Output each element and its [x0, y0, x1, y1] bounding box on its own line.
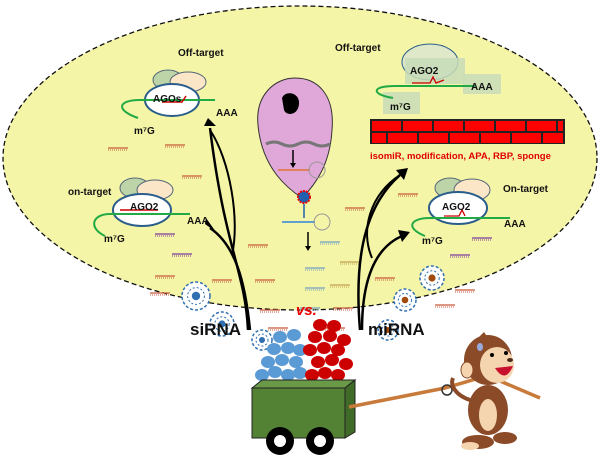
mirna-ball	[327, 320, 341, 332]
left-on-target-complex	[93, 177, 190, 237]
right-on-target-tail: AAA	[504, 219, 526, 230]
sirna-label: siRNA	[190, 320, 241, 339]
rope	[348, 373, 541, 409]
sirna-ball	[293, 344, 307, 356]
right-on-target-protein: AGO2	[442, 202, 471, 213]
left-arrows	[208, 127, 252, 331]
brick	[543, 133, 563, 143]
brick	[419, 133, 448, 143]
rna-balls	[255, 319, 353, 381]
vesicle-cargo	[218, 320, 226, 328]
vesicle-inner	[187, 287, 205, 305]
mirna-ball	[331, 344, 345, 356]
source-cell	[257, 77, 333, 251]
arrowhead-icon	[396, 168, 408, 180]
brick	[388, 133, 417, 143]
brick	[465, 121, 494, 131]
mirna-ball	[313, 319, 327, 331]
mirna-ball	[337, 334, 351, 346]
vesicle-inner	[214, 316, 230, 332]
left-on-target-heading: on-target	[68, 187, 112, 198]
sirna-ball	[261, 356, 275, 368]
mirna-ball	[318, 367, 332, 379]
right-on-target-heading: On-target	[503, 184, 549, 195]
right-off-target-complex	[375, 43, 501, 114]
arrowhead-icon	[205, 218, 216, 232]
sirna-ball	[267, 343, 281, 355]
right-on-target-cap: m⁷G	[422, 236, 443, 247]
vesicle-cargo	[259, 337, 265, 343]
mirna-ball	[311, 356, 325, 368]
brick	[527, 121, 556, 131]
vesicle-cargo	[401, 296, 409, 304]
brick	[403, 121, 432, 131]
brick	[372, 133, 386, 143]
sirna-ball	[281, 342, 295, 354]
monkey-illustration	[450, 332, 517, 450]
brick	[496, 121, 525, 131]
left-on-target-protein: AGO2	[130, 202, 159, 213]
sirna-ball	[273, 331, 287, 343]
left-off-target-tail: AAA	[216, 108, 238, 119]
nucleus	[282, 93, 300, 114]
arrowhead-icon	[204, 118, 216, 126]
barrier-text: isomiR, modification, APA, RBP, sponge	[370, 151, 551, 162]
left-off-target-heading: Off-target	[178, 48, 224, 59]
left-off-target-cap: m⁷G	[134, 126, 155, 137]
sirna-ball	[275, 354, 289, 366]
brick	[558, 121, 563, 131]
left-on-target-cap: m⁷G	[104, 234, 125, 245]
mirna-ball	[305, 369, 319, 381]
vesicle-inner	[424, 270, 440, 286]
sirna-ball	[293, 367, 307, 379]
brick	[372, 121, 401, 131]
versus-label: vs.	[296, 302, 317, 319]
right-off-target-cap: m⁷G	[390, 102, 411, 113]
right-arrows	[357, 174, 403, 331]
extracellular-vesicles	[181, 265, 445, 351]
vesicle-inner	[397, 292, 413, 308]
brick-wall-barrier	[370, 119, 565, 144]
vesicle-cargo	[385, 327, 391, 333]
mirna-ball	[331, 369, 345, 381]
mirna-label: miRNA	[368, 320, 425, 339]
left-on-target-tail: AAA	[187, 216, 209, 227]
dna-icon	[265, 140, 331, 148]
vesicle-inner	[255, 333, 269, 347]
arrowhead-icon	[398, 230, 410, 242]
brick	[481, 133, 510, 143]
mirna-ball	[325, 354, 339, 366]
sirna-ball	[255, 369, 269, 381]
mirna-ball	[323, 330, 337, 342]
right-off-target-protein: AGO2	[410, 66, 439, 77]
sirna-ball	[281, 369, 295, 381]
mirna-ball	[303, 344, 317, 356]
brick	[434, 121, 463, 131]
right-off-target-tail: AAA	[471, 82, 493, 93]
mirna-ball	[317, 342, 331, 354]
sirna-ball	[289, 356, 303, 368]
brick	[450, 133, 479, 143]
sirna-ball	[268, 366, 282, 378]
sirna-ball	[287, 329, 301, 341]
brick	[512, 133, 541, 143]
vesicle-cargo	[428, 274, 436, 282]
vesicle-cargo	[191, 291, 201, 301]
right-off-target-heading: Off-target	[335, 43, 381, 54]
vesicle-inner	[381, 323, 395, 337]
exportin-icon	[297, 190, 311, 204]
left-off-target-complex	[121, 69, 215, 119]
left-off-target-protein: AGOs	[153, 94, 182, 105]
right-on-target-complex	[411, 177, 510, 237]
mirna-ball	[308, 331, 322, 343]
mirna-ball	[339, 358, 353, 370]
small-rna-duplexes	[108, 144, 492, 331]
